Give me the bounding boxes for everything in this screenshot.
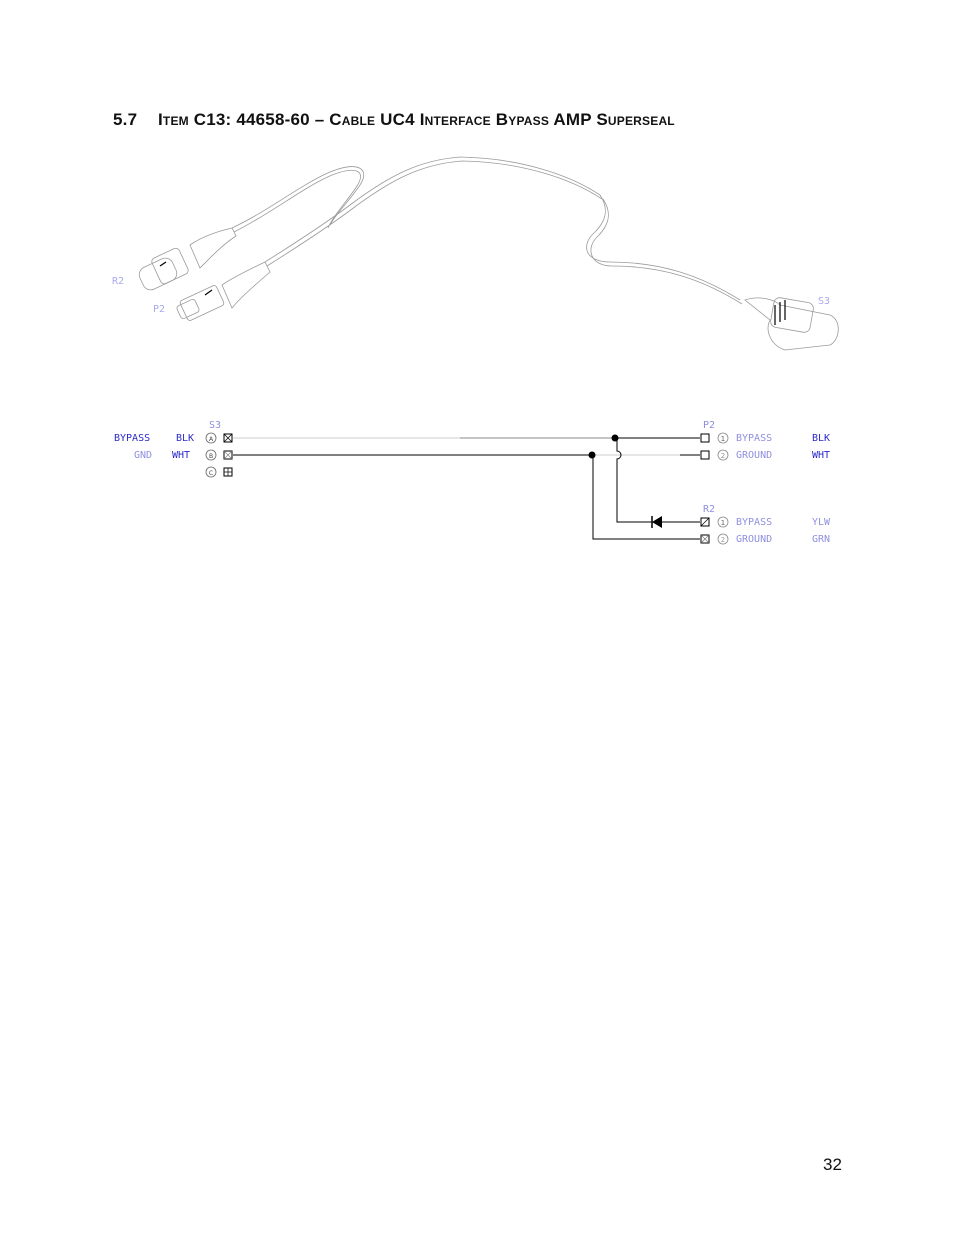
- p2-pin-2-color: WHT: [812, 450, 830, 461]
- illustration-label-r2: R2: [112, 276, 124, 287]
- illustration-label-p2: P2: [153, 304, 165, 315]
- r2-pin-1-color: YLW: [812, 517, 831, 528]
- junction-dot-ground: [588, 451, 596, 459]
- illustration-label-s3: S3: [818, 296, 830, 307]
- s3-pin-b-color: WHT: [172, 450, 190, 461]
- section-heading: 5.7 Item C13: 44658-60 – Cable UC4 Interf…: [113, 110, 675, 130]
- r2-pin-1-signal: BYPASS: [736, 517, 772, 528]
- p2-pin-2-id: 2: [721, 452, 725, 460]
- section-title: Item C13: 44658-60 – Cable UC4 Interface…: [158, 110, 675, 129]
- wire-r2-ground: [592, 455, 700, 540]
- p2-pin-1-signal: BYPASS: [736, 433, 772, 444]
- s3-pin-a-id: A: [209, 436, 214, 443]
- s3-title: S3: [209, 420, 221, 431]
- s3-pin-b-signal: GND: [134, 450, 152, 461]
- r2-pin-1-id: 1: [721, 519, 725, 527]
- r2-pin-2-color: GRN: [812, 534, 830, 545]
- junction-dot-bypass: [611, 434, 619, 442]
- p2-terminal-1: [700, 433, 710, 443]
- s3-pin-a-signal: BYPASS: [114, 433, 150, 444]
- s3-pin-c-id: C: [209, 470, 213, 477]
- r2-pin-2-id: 2: [721, 536, 725, 544]
- page-number: 32: [823, 1155, 842, 1174]
- p2-title: P2: [703, 420, 715, 431]
- section-number: 5.7: [113, 110, 138, 129]
- p2-pin-1-color: BLK: [812, 433, 830, 444]
- wire-r2-bypass: [616, 438, 700, 523]
- r2-pin-2-signal: GROUND: [736, 534, 772, 545]
- r2-title: R2: [703, 504, 715, 515]
- s3-pin-b-id: B: [209, 453, 213, 460]
- p2-pin-2-signal: GROUND: [736, 450, 772, 461]
- p2-terminal-2: [700, 450, 710, 460]
- diode-icon: [651, 516, 662, 528]
- p2-pin-1-id: 1: [721, 435, 725, 443]
- s3-pin-a-color: BLK: [176, 433, 194, 444]
